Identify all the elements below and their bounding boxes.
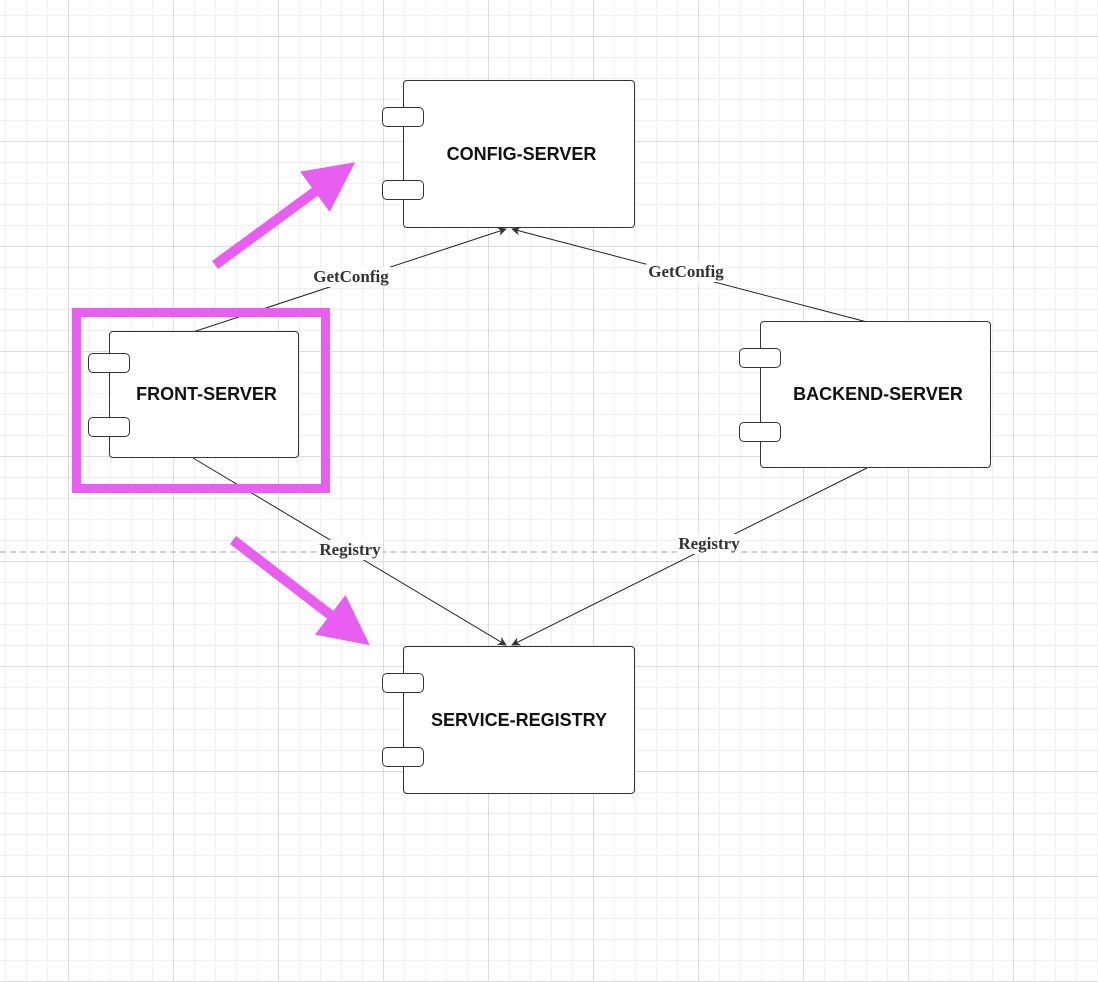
service-registry-port-top	[382, 673, 424, 693]
connector-label-backend-registry: Registry	[676, 534, 742, 554]
config-server-label: CONFIG-SERVER	[446, 143, 597, 164]
connector-backend-to-registry[interactable]	[511, 467, 868, 646]
front-server-component[interactable]: FRONT-SERVER	[109, 331, 299, 458]
annotation-arrow-down-right[interactable]	[229, 536, 370, 646]
connector-label-backend-config: GetConfig	[646, 262, 726, 282]
backend-server-port-top	[739, 348, 781, 368]
config-server-port-bottom	[382, 180, 424, 200]
connector-label-front-registry: Registry	[317, 540, 383, 560]
page-break-divider	[0, 551, 1098, 553]
config-server-component[interactable]: CONFIG-SERVER	[403, 80, 635, 228]
service-registry-label: SERVICE-REGISTRY	[430, 709, 608, 730]
backend-server-port-bottom	[739, 422, 781, 442]
config-server-port-top	[382, 107, 424, 127]
front-server-label: FRONT-SERVER	[136, 384, 277, 404]
service-registry-port-bottom	[382, 747, 424, 767]
annotation-arrow-up-right[interactable]	[212, 162, 356, 270]
front-server-port-top	[88, 353, 130, 373]
backend-server-component[interactable]: BACKEND-SERVER	[760, 321, 991, 468]
annotation-highlight-box[interactable]	[72, 308, 330, 493]
front-server-port-bottom	[88, 417, 130, 437]
backend-server-label: BACKEND-SERVER	[793, 384, 963, 404]
service-registry-component[interactable]: SERVICE-REGISTRY	[403, 646, 635, 794]
connector-label-front-config: GetConfig	[311, 267, 391, 287]
